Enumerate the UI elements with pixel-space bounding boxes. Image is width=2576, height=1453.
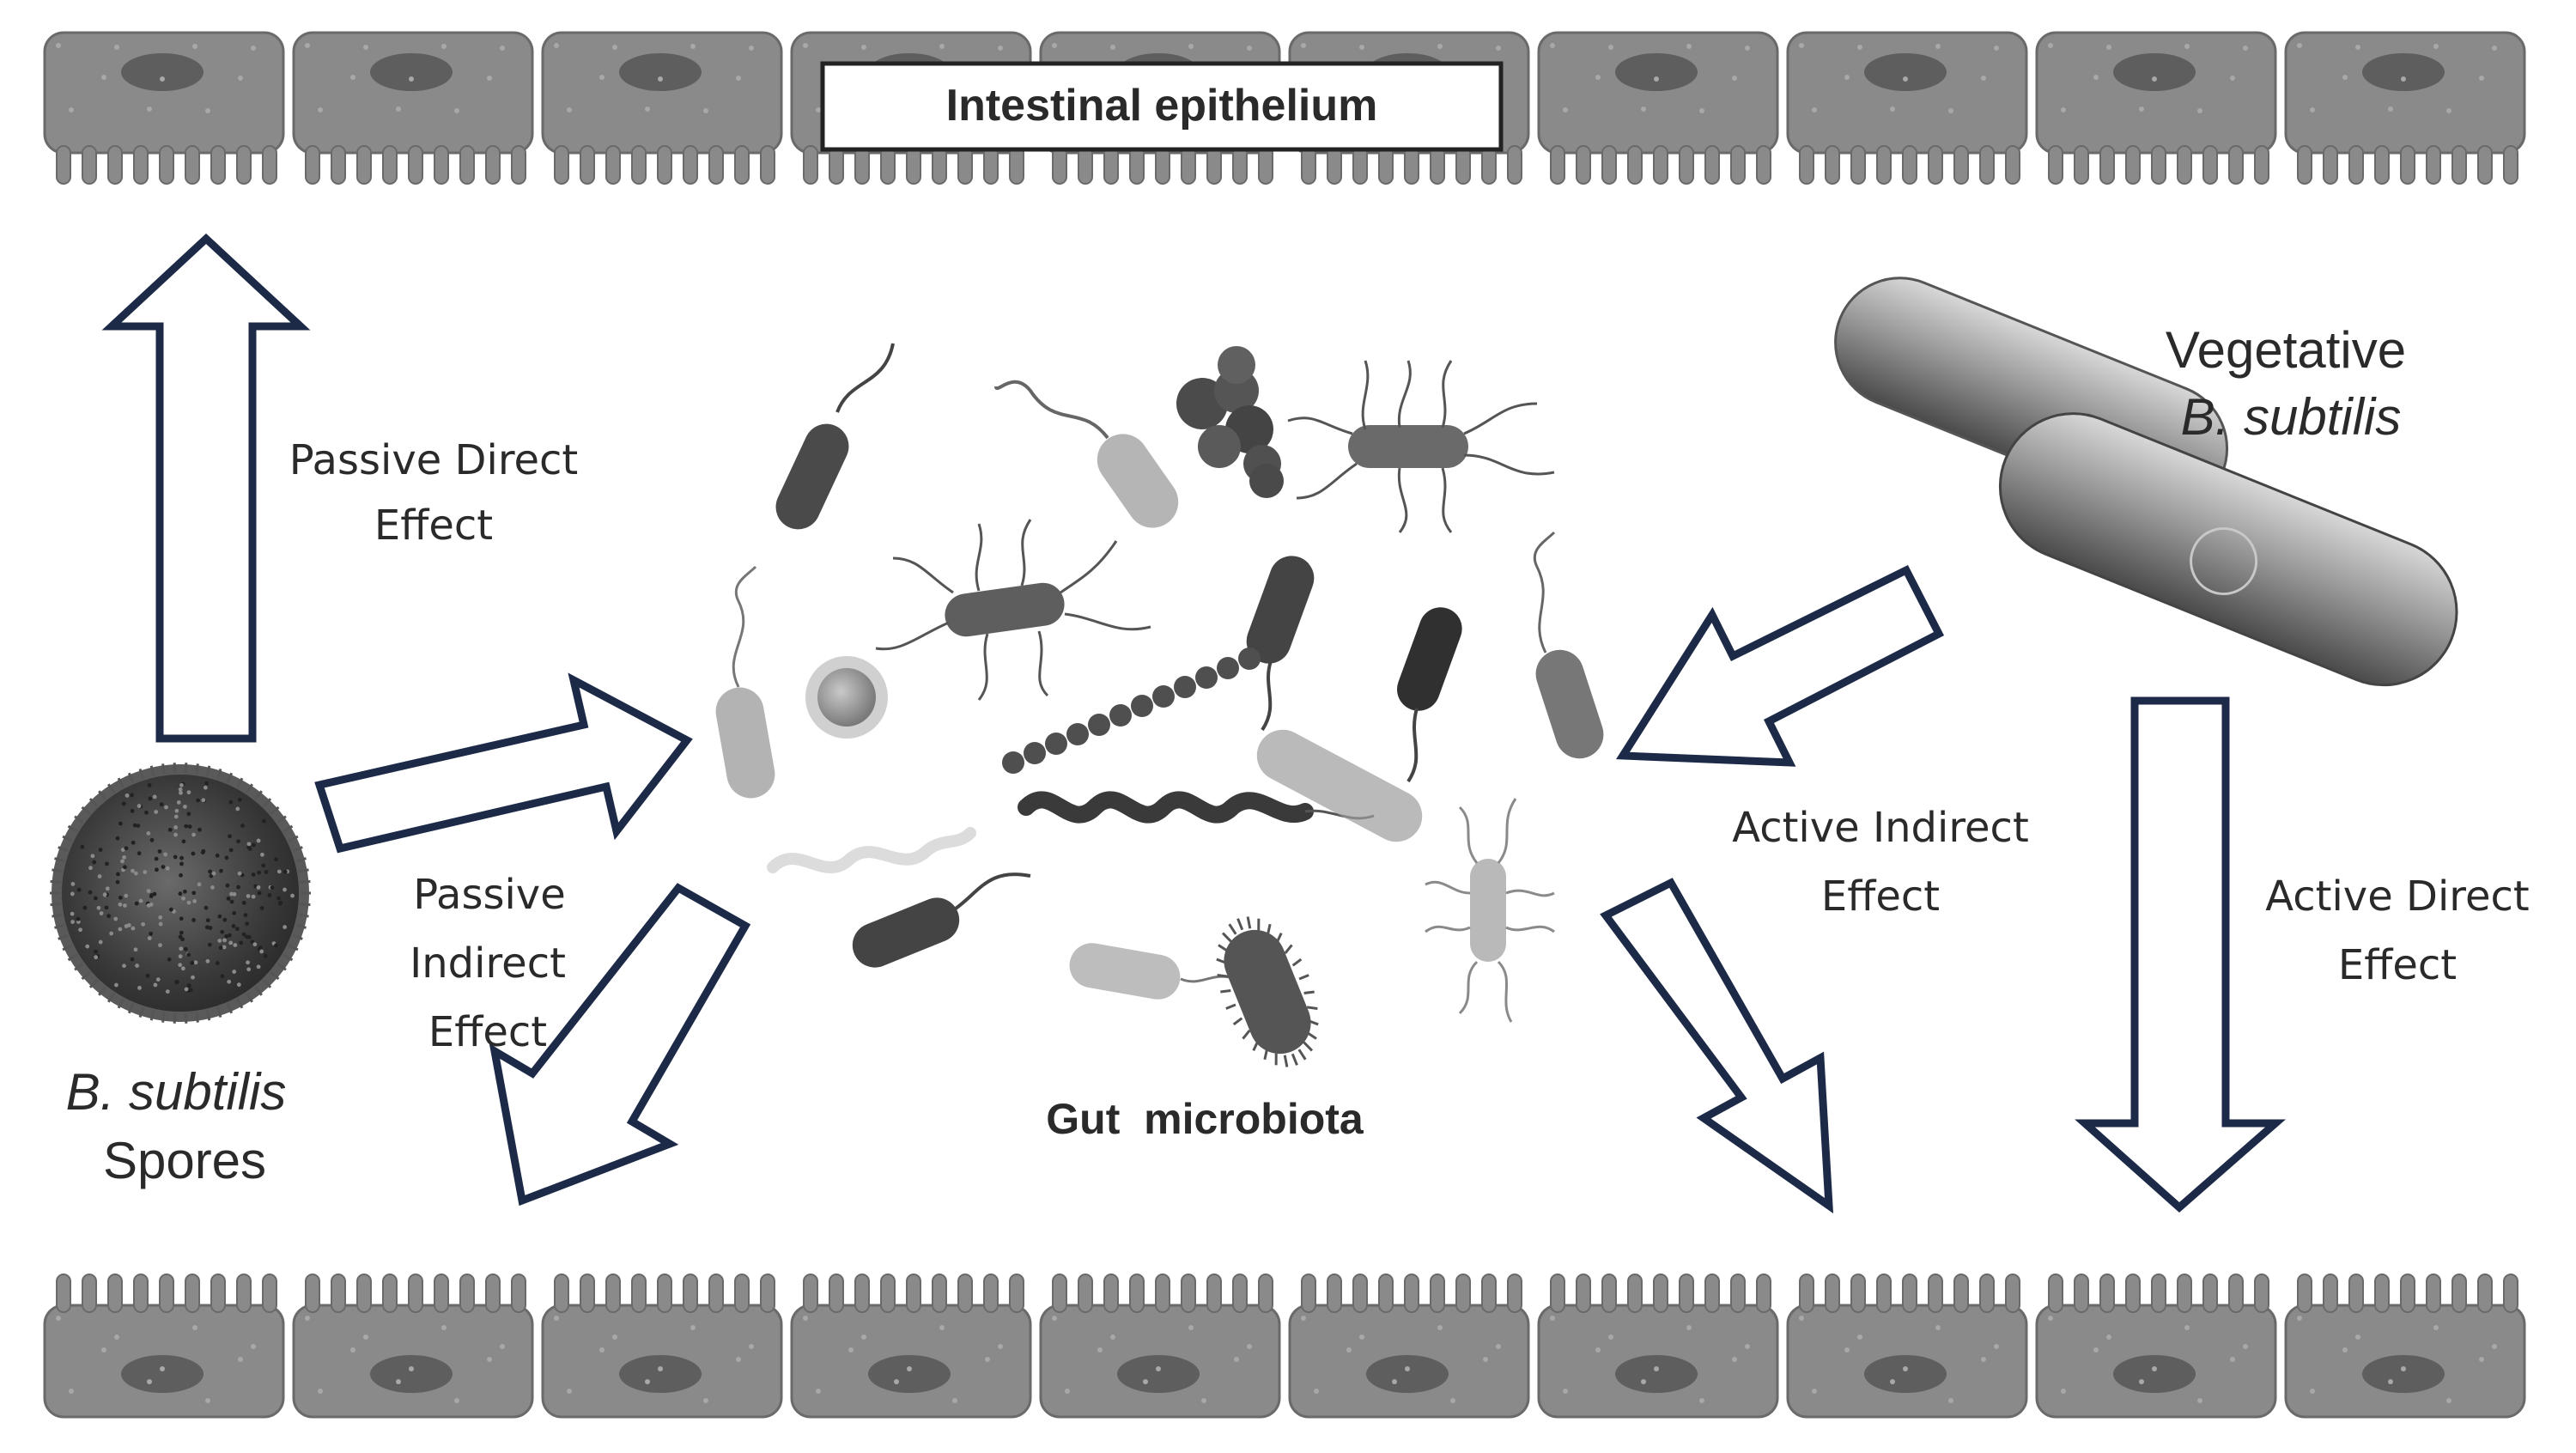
arrow-active-direct: [2085, 701, 2275, 1207]
epithelial-cell: [2286, 33, 2524, 184]
label-microbiota: Gut microbiota: [1046, 1095, 1364, 1143]
epithelial-cell: [1788, 1274, 2026, 1417]
label-active-indirect-2: Effect: [1821, 872, 1940, 921]
label-active-indirect-1: Active Indirect: [1732, 804, 2029, 852]
microbiota-cluster: [712, 343, 1610, 1067]
bottom-epithelium: [45, 1274, 2524, 1417]
label-passive-indirect-1: Passive: [413, 871, 566, 919]
label-vegetative-1: Vegetative: [2166, 321, 2406, 379]
label-active-direct-1: Active Direct: [2265, 872, 2529, 921]
epithelial-cell: [45, 33, 283, 184]
epithelial-cell: [1539, 33, 1777, 184]
label-vegetative-2: B. subtilis: [2181, 388, 2402, 446]
epithelial-cell: [543, 1274, 781, 1417]
spore: [50, 763, 311, 1024]
label-passive-indirect-3: Effect: [428, 1008, 547, 1056]
epithelial-cell: [1788, 33, 2026, 184]
epithelial-cell: [2286, 1274, 2524, 1417]
arrow-microbiota-to-epithelium: [1606, 883, 1829, 1206]
arrow-passive-direct: [112, 239, 301, 739]
epithelial-cell: [1539, 1274, 1777, 1417]
epithelial-cell: [543, 33, 781, 184]
arrow-active-indirect: [1623, 570, 1939, 763]
title-label: Intestinal epithelium: [946, 81, 1378, 131]
arrow-spores-to-microbiota: [319, 680, 687, 848]
epithelial-cell: [1290, 1274, 1528, 1417]
epithelial-cell: [2037, 1274, 2275, 1417]
label-active-direct-2: Effect: [2338, 941, 2457, 989]
label-passive-direct-1: Passive Direct: [289, 436, 578, 484]
epithelial-cell: [45, 1274, 283, 1417]
label-passive-indirect-2: Indirect: [410, 939, 566, 988]
epithelial-cell: [1041, 1274, 1279, 1417]
label-spores-1: B. subtilis: [66, 1063, 287, 1121]
epithelial-cell: [792, 1274, 1030, 1417]
label-spores-2: Spores: [103, 1132, 266, 1189]
epithelial-cell: [2037, 33, 2275, 184]
label-passive-direct-2: Effect: [374, 502, 493, 550]
epithelial-cell: [294, 1274, 532, 1417]
epithelial-cell: [294, 33, 532, 184]
